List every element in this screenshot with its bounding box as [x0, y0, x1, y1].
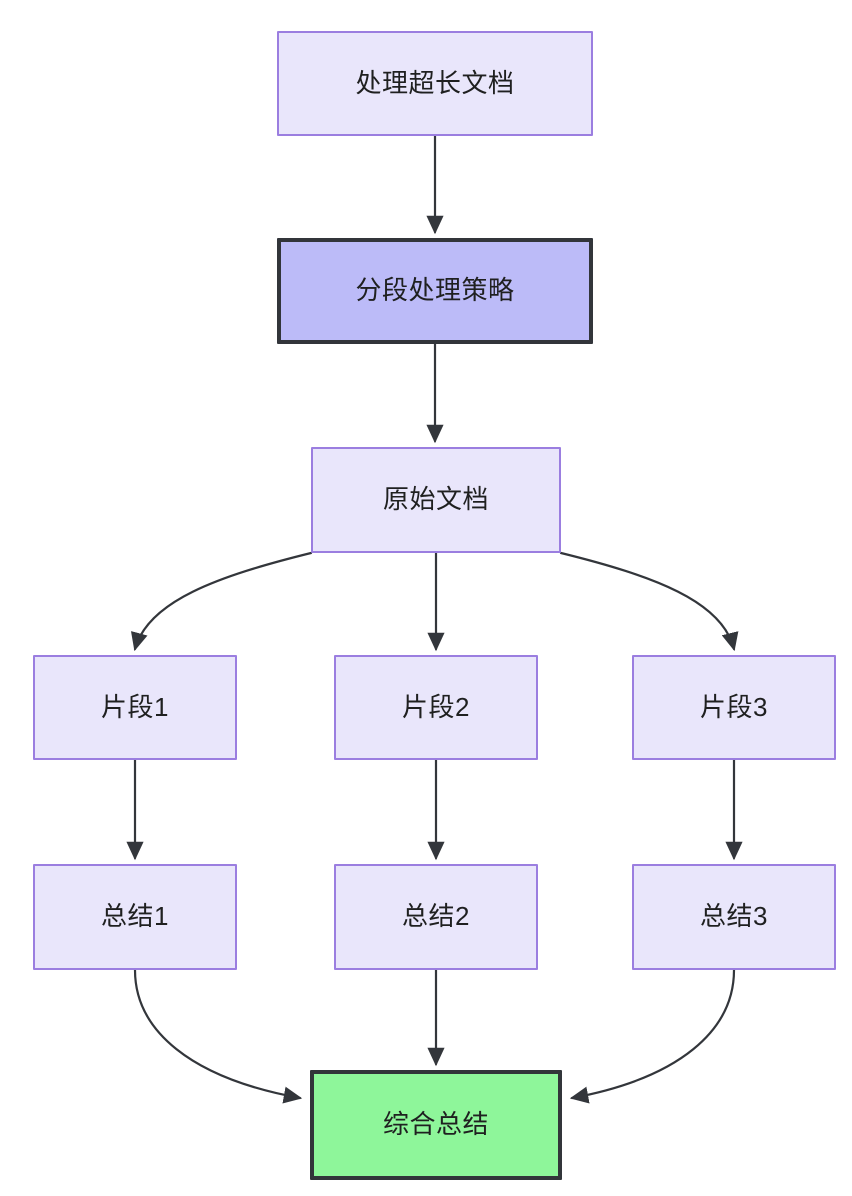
node-final-combined-summary[interactable]: 综合总结: [310, 1070, 562, 1180]
edge-summary3-final: [569, 968, 736, 1104]
node-summary-1[interactable]: 总结1: [33, 864, 237, 970]
node-label: 总结1: [101, 901, 169, 932]
node-label: 总结3: [700, 901, 768, 932]
node-chunking-strategy[interactable]: 分段处理策略: [277, 238, 593, 344]
node-label: 片段1: [101, 691, 169, 722]
node-summary-3[interactable]: 总结3: [632, 864, 836, 970]
node-label: 分段处理策略: [355, 275, 515, 306]
node-chunk-3[interactable]: 片段3: [632, 655, 836, 760]
node-label: 片段3: [700, 691, 768, 722]
node-label: 总结2: [402, 901, 470, 932]
node-process-long-document[interactable]: 处理超长文档: [277, 31, 593, 136]
node-label: 综合总结: [382, 1109, 489, 1140]
node-label: 处理超长文档: [355, 67, 515, 98]
edge-summary1-final: [133, 968, 303, 1104]
node-summary-2[interactable]: 总结2: [334, 864, 538, 970]
edge-source-chunk1: [130, 551, 313, 652]
node-chunk-2[interactable]: 片段2: [334, 655, 538, 760]
edge-source-chunk3: [559, 551, 739, 652]
node-source-document[interactable]: 原始文档: [311, 447, 561, 553]
node-label: 片段2: [402, 691, 470, 722]
node-chunk-1[interactable]: 片段1: [33, 655, 237, 760]
node-label: 原始文档: [382, 484, 489, 515]
